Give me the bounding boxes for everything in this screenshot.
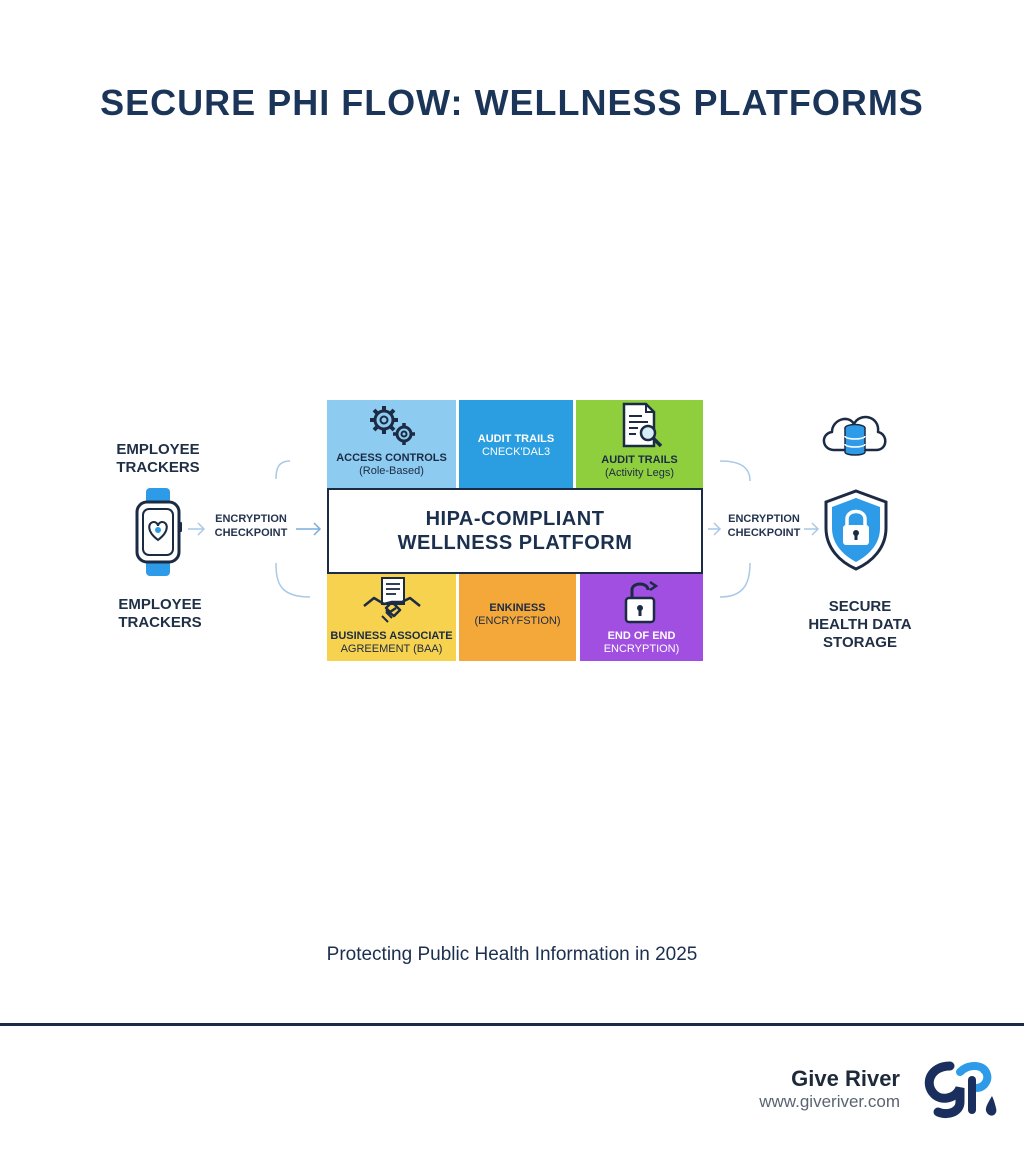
employee-trackers-label-bottom: EMPLOYEE TRACKERS	[100, 596, 220, 632]
tile-audit-trails-right: AUDIT TRAILS (Activity Legs)	[576, 400, 703, 488]
checkpoint-line2: CHECKPOINT	[214, 527, 288, 539]
padlock-refresh-icon	[624, 580, 658, 624]
tile-label-line1: ENKINESS	[489, 602, 546, 614]
shield-lock-icon	[824, 489, 888, 571]
footer-divider	[0, 1023, 1024, 1026]
tile-label-line1: BUSINESS ASSOCIATE	[330, 630, 453, 642]
checkpoint-line1: ENCRYPTION	[728, 513, 800, 525]
tile-label-line2: (Role-Based)	[359, 465, 424, 477]
tile-label-line2: ENCRYPTION)	[603, 643, 680, 655]
tile-label-line1: END OF END	[607, 630, 676, 642]
employee-trackers-line2: TRACKERS	[118, 614, 202, 631]
right-encryption-checkpoint: ENCRYPTION CHECKPOINT	[722, 512, 806, 540]
checkpoint-line1: ENCRYPTION	[215, 513, 287, 525]
employee-trackers-label-top: EMPLOYEE TRACKERS	[98, 441, 218, 477]
checkpoint-line2: CHECKPOINT	[727, 527, 801, 539]
handshake-document-icon	[362, 577, 421, 623]
cloud-database-icon	[822, 415, 887, 456]
secure-health-data-storage-label: SECURE HEALTH DATA STORAGE	[790, 598, 930, 652]
tile-business-associate-agreement: BUSINESS ASSOCIATE AGREEMENT (BAA)	[327, 574, 456, 661]
tile-enkiness: ENKINESS (ENCRYFSTION)	[459, 574, 576, 661]
storage-line2: HEALTH DATA	[808, 616, 912, 633]
employee-trackers-line2: TRACKERS	[116, 459, 200, 476]
left-encryption-checkpoint: ENCRYPTION CHECKPOINT	[208, 512, 294, 540]
tile-access-controls: ACCESS CONTROLS (Role-Based)	[327, 400, 456, 488]
brand-url: www.giveriver.com	[759, 1092, 900, 1111]
left-connector	[188, 460, 322, 598]
tile-label-line1: AUDIT TRAILS	[601, 454, 678, 466]
tile-label-line1: ACCESS CONTROLS	[336, 452, 447, 464]
brand-name: Give River	[791, 1066, 900, 1091]
smartwatch-icon	[135, 488, 182, 576]
tile-audit-trails-middle: AUDIT TRAILS CNECK'DAL3	[459, 400, 573, 488]
footer-subtitle: Protecting Public Health Information in …	[326, 944, 698, 965]
platform-line1: HIPA-COMPLIANT	[425, 508, 605, 530]
gears-icon	[369, 406, 415, 445]
tile-label-line2: (Activity Legs)	[604, 467, 675, 479]
page-title: SECURE PHI FLOW: WELLNESS PLATFORMS	[100, 82, 924, 123]
tile-end-to-end-encryption: END OF END ENCRYPTION)	[580, 574, 703, 661]
tile-label-line2: AGREEMENT (BAA)	[340, 643, 443, 655]
tile-label-line1: AUDIT TRAILS	[477, 433, 555, 445]
employee-trackers-line1: EMPLOYEE	[116, 441, 200, 458]
storage-line1: SECURE	[828, 598, 892, 615]
give-river-logo	[924, 1061, 997, 1119]
employee-trackers-line1: EMPLOYEE	[118, 596, 202, 613]
tile-label-line2: CNECK'DAL3	[481, 446, 551, 458]
storage-line3: STORAGE	[823, 634, 897, 651]
tile-label-line2: (ENCRYFSTION)	[474, 615, 561, 627]
platform-line2: WELLNESS PLATFORM	[397, 532, 633, 554]
right-connector	[708, 460, 820, 598]
document-magnifier-icon	[622, 402, 662, 448]
hipaa-platform-box: HIPA-COMPLIANT WELLNESS PLATFORM	[327, 488, 703, 574]
